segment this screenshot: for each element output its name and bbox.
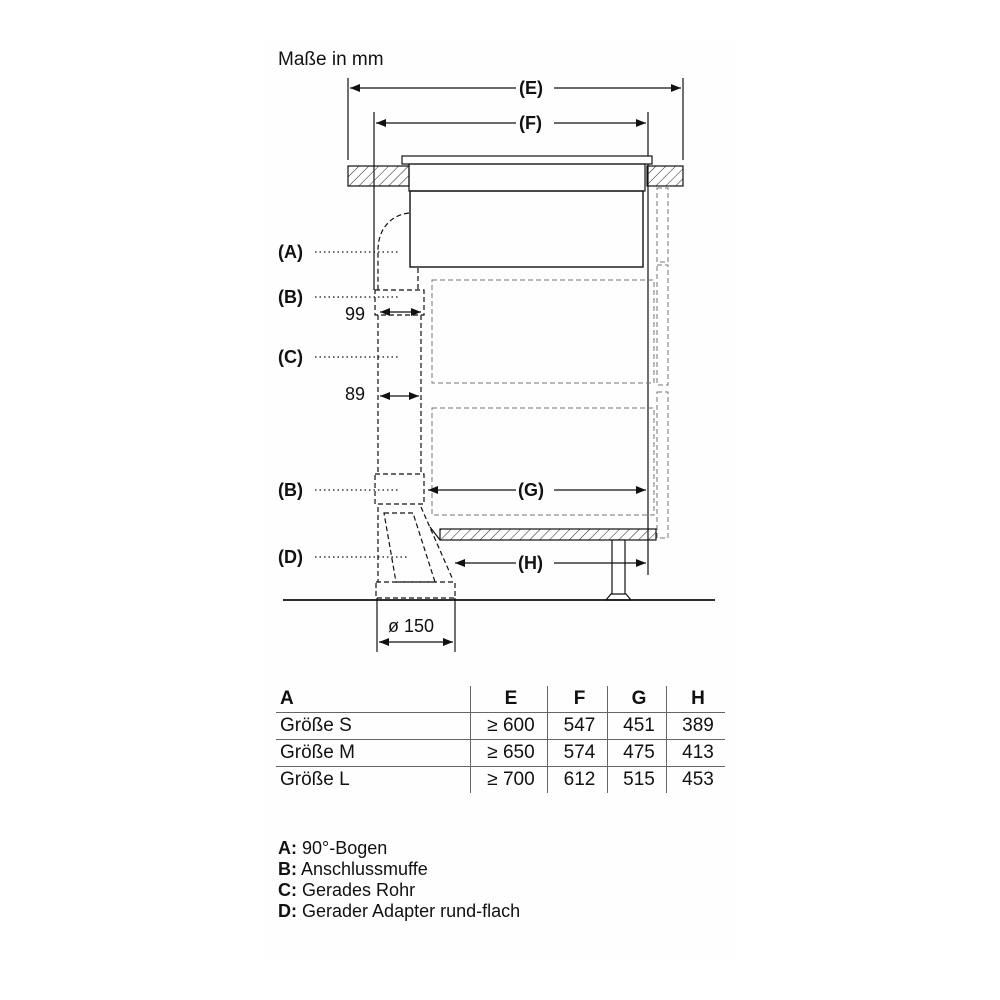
header-a: A [276,686,471,713]
cell: ≥ 600 [470,712,548,740]
countertop-left [347,165,410,187]
hob-body [409,190,644,268]
legend-text: 90°-Bogen [302,838,388,858]
legend-item: A: 90°-Bogen [278,838,520,859]
legend-item: C: Gerades Rohr [278,880,520,901]
adapter-d-outer-right [420,506,454,581]
table-header-row: A E F G H [276,686,725,713]
cabinet-base [439,528,657,541]
cell: ≥ 650 [470,739,548,767]
drawer-lower [431,407,655,516]
legend: A: 90°-Bogen B: Anschlussmuffe C: Gerade… [278,838,520,922]
header-h: H [666,686,725,713]
cabinet-leg [611,539,626,596]
cell: Größe L [280,769,350,790]
cell: 453 [666,766,725,793]
legend-text: Gerades Rohr [302,880,416,900]
dim-label-diameter: ø 150 [388,616,435,636]
adapter-d-inner [383,512,436,583]
dim-label-f: (F) [519,113,542,133]
drawer-upper [431,279,655,384]
legend-key: D: [278,901,297,921]
page-title: Maße in mm [278,49,384,70]
legend-text: Gerader Adapter rund-flach [302,901,521,921]
dim-label-h: (H) [518,553,543,573]
cabinet-side-2 [656,264,669,386]
adapter-d-base [375,581,456,599]
table-row: Größe M ≥ 650 574 475 413 [276,739,725,767]
cell: 451 [607,712,667,740]
header-e: E [470,686,548,713]
legend-text: Anschlussmuffe [301,859,428,879]
cell: 515 [607,766,667,793]
table-row: Größe L ≥ 700 612 515 453 [276,766,725,793]
dim-label-99: 99 [345,304,366,324]
legend-key: A: [278,838,297,858]
cell: Größe M [276,739,471,767]
hob-frame [408,163,646,192]
part-label-b-upper: (B) [278,287,303,307]
cell: Größe S [276,712,471,740]
plinth-edge [429,526,441,541]
part-label-c: (C) [278,347,303,367]
cabinet-side-3 [656,391,669,539]
dim-label-e: (E) [519,78,543,98]
dim-label-89: 89 [345,384,366,404]
cell: 475 [607,739,667,767]
size-table: A E F G H Größe S ≥ 600 547 451 389 Größ… [276,686,725,793]
cell: ≥ 700 [470,766,548,793]
sleeve-b-lower [374,473,425,505]
part-label-a: (A) [278,242,303,262]
sleeve-b-upper [374,289,425,316]
cell: 574 [547,739,608,767]
legend-item: B: Anschlussmuffe [278,859,520,880]
header-g: G [607,686,667,713]
cabinet-side-1 [656,187,669,263]
legend-key: B: [278,859,297,879]
cell: 547 [547,712,608,740]
countertop-right [646,165,684,187]
header-f: F [547,686,608,713]
part-label-b-lower: (B) [278,480,303,500]
table-row: Größe S ≥ 600 547 451 389 [276,712,725,740]
legend-item: D: Gerader Adapter rund-flach [278,901,520,922]
cell: 413 [666,739,725,767]
cell: 389 [666,712,725,740]
legend-key: C: [278,880,297,900]
hob-glass-top [401,155,653,165]
dim-label-g: (G) [518,480,544,500]
part-label-d: (D) [278,547,303,567]
cell: 612 [547,766,608,793]
